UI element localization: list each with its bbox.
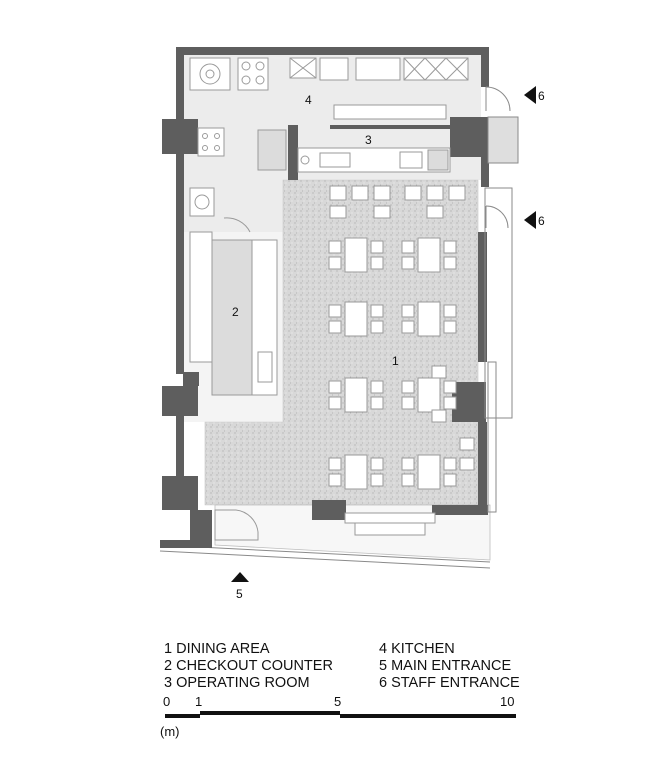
- dining-chair: [370, 380, 384, 394]
- kitchen-equipment: [189, 57, 469, 217]
- legend-item: 5 MAIN ENTRANCE: [379, 658, 512, 674]
- dining-chair: [373, 185, 391, 201]
- dining-chair: [401, 240, 415, 254]
- walls: [160, 47, 489, 548]
- dining-table: [417, 454, 441, 490]
- dining-chair: [431, 365, 447, 379]
- dining-chair: [401, 304, 415, 318]
- dining-chair: [401, 256, 415, 270]
- dining-chair: [459, 457, 475, 471]
- dining-table: [417, 301, 441, 337]
- checkout-counter: [189, 217, 278, 396]
- legend-item: 3 OPERATING ROOM: [164, 675, 310, 691]
- scale-bar: [165, 711, 516, 718]
- dining-furniture: [328, 185, 475, 490]
- dining-chair: [328, 320, 342, 334]
- dining-chair: [431, 409, 447, 423]
- dining-chair: [328, 473, 342, 487]
- dining-chair: [443, 240, 457, 254]
- dining-table: [417, 237, 441, 273]
- scale-unit: (m): [160, 724, 180, 739]
- dining-chair: [401, 320, 415, 334]
- dining-chair: [443, 473, 457, 487]
- dining-chair: [370, 304, 384, 318]
- dining-chair: [448, 185, 466, 201]
- dining-table: [344, 377, 368, 413]
- main-entrance-arrow: [231, 572, 249, 582]
- entrance-bench: [214, 509, 436, 541]
- label-staff-entrance-upper: 6: [538, 89, 545, 103]
- dining-chair: [401, 396, 415, 410]
- legend-item: 4 KITCHEN: [379, 641, 455, 657]
- scale-tick-10: 10: [500, 694, 515, 709]
- dining-chair: [328, 457, 342, 471]
- dining-chair: [404, 185, 422, 201]
- dining-chair: [443, 320, 457, 334]
- dining-chair: [459, 437, 475, 451]
- dining-chair: [328, 256, 342, 270]
- dining-chair: [328, 240, 342, 254]
- label-dining-area: 1: [392, 354, 399, 368]
- dining-chair: [373, 205, 391, 219]
- scale-tick-0: 0: [163, 694, 171, 709]
- dining-table: [344, 301, 368, 337]
- dining-chair: [329, 185, 347, 201]
- staff-entrance-arrow-upper: [524, 86, 536, 104]
- dining-chair: [328, 304, 342, 318]
- dining-chair: [329, 205, 347, 219]
- dining-chair: [443, 380, 457, 394]
- label-main-entrance: 5: [236, 587, 243, 601]
- dining-chair: [370, 240, 384, 254]
- dining-chair: [401, 457, 415, 471]
- label-operating-room: 3: [365, 133, 372, 147]
- dining-chair: [370, 320, 384, 334]
- label-checkout-counter: 2: [232, 305, 239, 319]
- dining-chair: [328, 380, 342, 394]
- dining-chair: [443, 457, 457, 471]
- label-staff-entrance-lower: 6: [538, 214, 545, 228]
- operating-room-counter: [297, 147, 451, 173]
- dining-chair: [426, 205, 444, 219]
- dining-chair: [401, 473, 415, 487]
- legend-right: 4 KITCHEN 5 MAIN ENTRANCE 6 STAFF ENTRAN…: [379, 641, 520, 692]
- legend-item: 6 STAFF ENTRANCE: [379, 675, 520, 691]
- dining-chair: [328, 396, 342, 410]
- dining-chair: [443, 256, 457, 270]
- scale-tick-5: 5: [334, 694, 342, 709]
- label-kitchen: 4: [305, 93, 312, 107]
- dining-chair: [443, 396, 457, 410]
- dining-chair: [370, 256, 384, 270]
- staff-entrance-arrow-lower: [524, 211, 536, 229]
- legend-item: 1 DINING AREA: [164, 641, 270, 657]
- dining-chair: [401, 380, 415, 394]
- staff-door-structure: [484, 86, 519, 513]
- dining-chair: [351, 185, 369, 201]
- dining-chair: [370, 473, 384, 487]
- scale-tick-1: 1: [195, 694, 203, 709]
- dining-chair: [370, 457, 384, 471]
- legend-item: 2 CHECKOUT COUNTER: [164, 658, 333, 674]
- dining-table: [344, 237, 368, 273]
- staff-entrance-arrows: [231, 86, 536, 582]
- legend-left: 1 DINING AREA 2 CHECKOUT COUNTER 3 OPERA…: [164, 641, 333, 692]
- dining-chair: [370, 396, 384, 410]
- dining-chair: [426, 185, 444, 201]
- dining-table: [344, 454, 368, 490]
- dining-chair: [443, 304, 457, 318]
- dining-table: [417, 377, 441, 413]
